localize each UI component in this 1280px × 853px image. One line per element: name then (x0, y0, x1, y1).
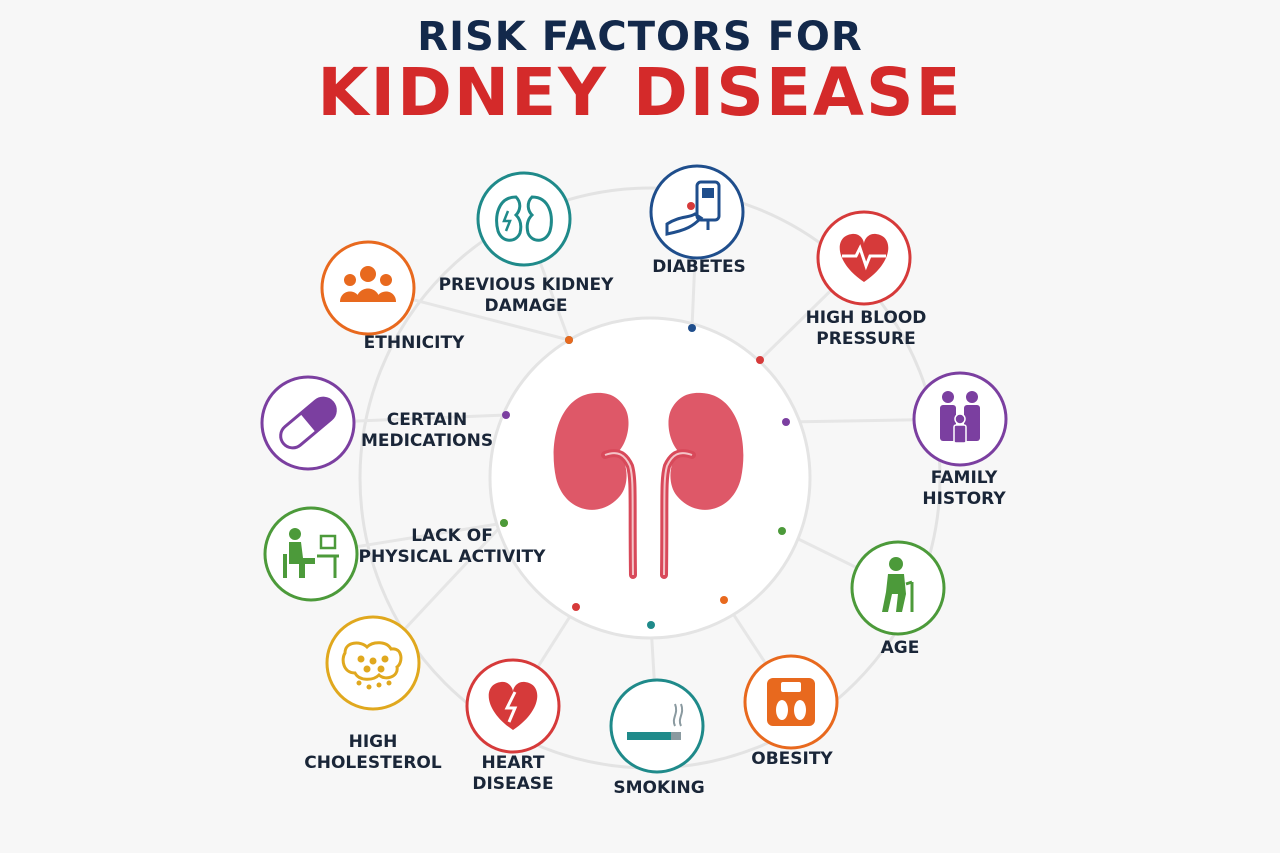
label-line: AGE (880, 638, 920, 658)
hub-dot (778, 527, 786, 535)
cholesterol-icon (341, 641, 403, 690)
factor-heart-disease (465, 658, 561, 754)
hub-dot (500, 519, 508, 527)
factor-high-cholesterol (325, 615, 421, 711)
factor-lack-of-physical-activity (263, 506, 359, 602)
label-line: ETHNICITY (363, 333, 465, 353)
hub-dot (565, 336, 573, 344)
label-line: PREVIOUS KIDNEY (438, 275, 614, 295)
label-line: HISTORY (922, 489, 1006, 509)
label-line: OBESITY (751, 749, 833, 769)
hub-dot (688, 324, 696, 332)
hub-dot (572, 603, 580, 611)
label-line: DAMAGE (484, 296, 568, 316)
elderly-person-icon (882, 557, 914, 612)
factor-high-blood-pressure (816, 210, 912, 306)
center-hub (488, 316, 812, 640)
title-line-2: KIDNEY DISEASE (317, 54, 963, 131)
scale-icon (767, 678, 815, 726)
label-line: SMOKING (613, 778, 705, 798)
label-line: DIABETES (652, 257, 746, 277)
label-line: HEART (481, 753, 545, 773)
label-line: CERTAIN (386, 410, 468, 430)
factor-diabetes (649, 164, 745, 260)
glucose-meter-icon (665, 180, 721, 236)
broken-heart-icon (488, 681, 538, 730)
hub-dot (502, 411, 510, 419)
label-line: CHOLESTEROL (304, 753, 442, 773)
label-line: PRESSURE (816, 329, 916, 349)
label-smoking: SMOKING (613, 778, 704, 799)
pill-icon (279, 396, 337, 450)
hub-dot (756, 356, 764, 364)
kidneys-icon (553, 392, 744, 579)
family-icon (940, 391, 980, 444)
factor-circle (609, 678, 705, 774)
hub-dot (720, 596, 728, 604)
label-diabetes: DIABETES (652, 257, 746, 278)
kidney-outline-icon (495, 195, 553, 242)
title-line-1: RISK FACTORS FOR (417, 14, 863, 60)
label-age: AGE (881, 638, 920, 659)
label-ethnicity: ETHNICITY (364, 333, 465, 354)
factor-circle (320, 240, 416, 336)
factor-obesity (743, 654, 839, 750)
factor-certain-medications (260, 375, 356, 471)
label-line: MEDICATIONS (360, 431, 494, 451)
heart-pulse-icon (839, 233, 889, 282)
label-line: LACK OF (411, 526, 493, 546)
factor-circle (476, 171, 572, 267)
desk-sitting-icon (283, 528, 339, 578)
cigarette-icon (627, 703, 684, 740)
factor-circle (263, 506, 359, 602)
factor-age (850, 540, 946, 636)
label-line: HIGH BLOOD (805, 308, 927, 328)
factor-smoking (609, 678, 705, 774)
label-line: DISEASE (472, 774, 554, 794)
label-line: FAMILY (930, 468, 998, 488)
factor-family-history (912, 371, 1008, 467)
label-line: HIGH (348, 732, 398, 752)
people-group-icon (340, 266, 396, 302)
factor-ethnicity (320, 240, 416, 336)
hub-dot (647, 621, 655, 629)
label-line: PHYSICAL ACTIVITY (358, 547, 546, 567)
hub-dot (782, 418, 790, 426)
factor-previous-kidney-damage (476, 171, 572, 267)
label-obesity: OBESITY (751, 749, 833, 770)
